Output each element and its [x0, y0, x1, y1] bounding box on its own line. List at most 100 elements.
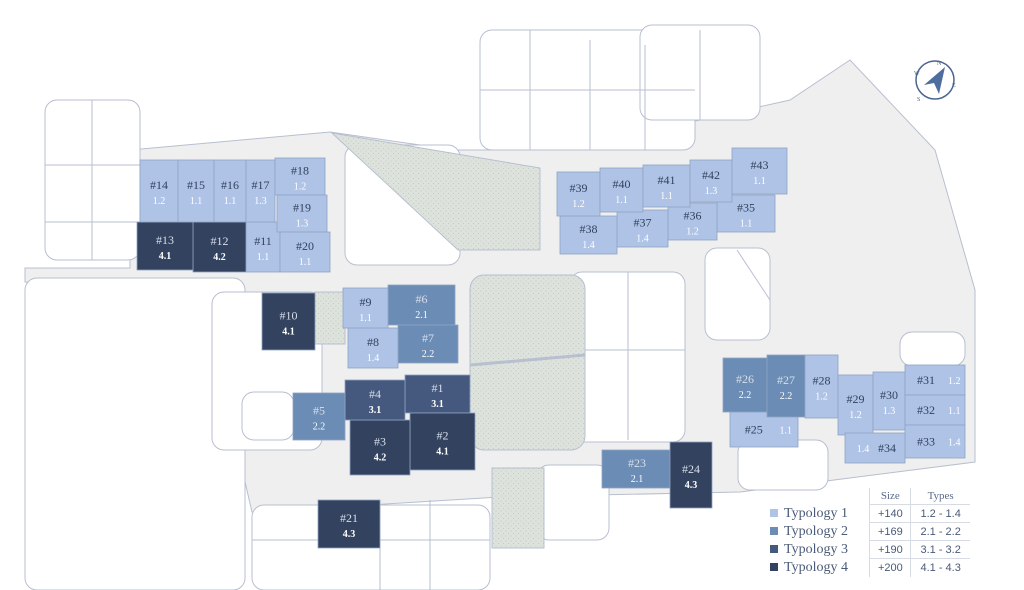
lot-number: #15: [187, 178, 205, 192]
compass: N E S W: [912, 57, 958, 103]
lot-number: #42: [702, 168, 720, 182]
lot-type: 1.1: [190, 196, 203, 207]
lot-number: #11: [254, 234, 272, 248]
lot-30: [872, 371, 906, 431]
lot-type: 2.2: [313, 422, 326, 433]
lot-13: [136, 221, 194, 271]
compass-e: E: [952, 83, 956, 89]
lot-41: [642, 164, 691, 208]
typology-1-swatch: [770, 509, 778, 518]
lot-3: [349, 419, 411, 476]
legend-size: +169: [869, 522, 911, 541]
building-plot: [899, 331, 966, 367]
lot-number: #5: [313, 404, 325, 418]
typology-4-swatch: [770, 563, 778, 572]
lot-34: [844, 432, 906, 464]
lot-21: [317, 499, 381, 549]
lot-32: [904, 394, 966, 426]
lot-25: [729, 411, 799, 448]
legend-size: +140: [869, 504, 911, 523]
lot-number: #39: [570, 181, 588, 195]
lot-number: #8: [367, 335, 379, 349]
lot-type: 1.4: [857, 444, 870, 455]
lot-type: 4.1: [436, 447, 449, 458]
lot-23: [601, 449, 673, 489]
lot-type: 1.1: [753, 176, 766, 187]
lot-number: #32: [917, 403, 935, 417]
lot-number: #41: [658, 173, 676, 187]
lot-type: 1.1: [660, 191, 673, 202]
lot-number: #17: [252, 178, 270, 192]
lot-26: [722, 357, 768, 413]
lot-type: 4.1: [282, 327, 295, 338]
lot-number: #35: [737, 201, 755, 215]
lot-type: 1.4: [367, 353, 380, 364]
lot-1: [404, 374, 471, 414]
green-strip: [491, 467, 545, 549]
lot-number: #40: [613, 177, 631, 191]
legend-name: Typology 1: [784, 505, 848, 521]
lot-type: 1.2: [948, 376, 961, 387]
lot-6: [387, 284, 456, 326]
lot-number: #26: [736, 372, 754, 386]
lot-19: [276, 194, 328, 233]
lot-number: #21: [340, 511, 358, 525]
lot-number: #23: [628, 456, 646, 470]
building-plot: [536, 464, 610, 541]
lot-type: 4.2: [374, 453, 387, 464]
lot-type: 1.2: [815, 392, 828, 403]
lot-7: [397, 324, 459, 364]
lot-number: #16: [221, 178, 239, 192]
lot-number: #29: [847, 392, 865, 406]
compass-north-arrow-icon: N E S W: [914, 60, 956, 103]
lot-type: 4.1: [159, 251, 172, 262]
lot-number: #33: [917, 435, 935, 449]
lot-type: 3.1: [431, 399, 444, 410]
lot-type: 1.1: [359, 313, 372, 324]
lot-14: [139, 159, 179, 223]
lot-type: 1.3: [705, 186, 718, 197]
lot-43: [731, 147, 788, 195]
lot-number: #36: [684, 209, 702, 223]
building-plot: [241, 391, 295, 441]
lot-number: #27: [777, 373, 795, 387]
lot-number: #43: [751, 158, 769, 172]
lot-number: #14: [150, 178, 168, 192]
lot-number: #28: [813, 374, 831, 388]
lot-number: #6: [416, 292, 428, 306]
lot-11: [245, 221, 281, 273]
lot-31: [904, 364, 966, 396]
central-park: [469, 274, 586, 451]
lot-42: [689, 159, 733, 203]
legend-size: +200: [869, 558, 911, 577]
lot-15: [177, 159, 215, 223]
lot-33: [904, 424, 966, 459]
lot-5: [292, 392, 346, 441]
lot-type: 1.2: [572, 199, 585, 210]
lot-type: 1.1: [299, 257, 312, 268]
lot-number: #25: [745, 423, 763, 437]
compass-w: W: [914, 71, 920, 77]
green-patch: [314, 291, 346, 345]
lot-number: #30: [880, 388, 898, 402]
building-plot: [737, 439, 829, 491]
lot-36: [667, 202, 718, 241]
lot-27: [766, 354, 806, 418]
lot-type: 1.4: [582, 240, 595, 251]
lot-number: #31: [917, 373, 935, 387]
lot-8: [347, 327, 399, 369]
lot-type: 1.2: [849, 410, 862, 421]
legend-header-size: Size: [869, 488, 911, 505]
lot-type: 1.2: [153, 196, 166, 207]
lot-number: #34: [878, 441, 896, 455]
lot-28: [804, 354, 839, 419]
lot-37: [616, 209, 669, 248]
lot-number: #38: [580, 222, 598, 236]
lot-number: #24: [682, 462, 700, 476]
building-plot: [704, 247, 771, 341]
lot-number: #1: [432, 381, 444, 395]
